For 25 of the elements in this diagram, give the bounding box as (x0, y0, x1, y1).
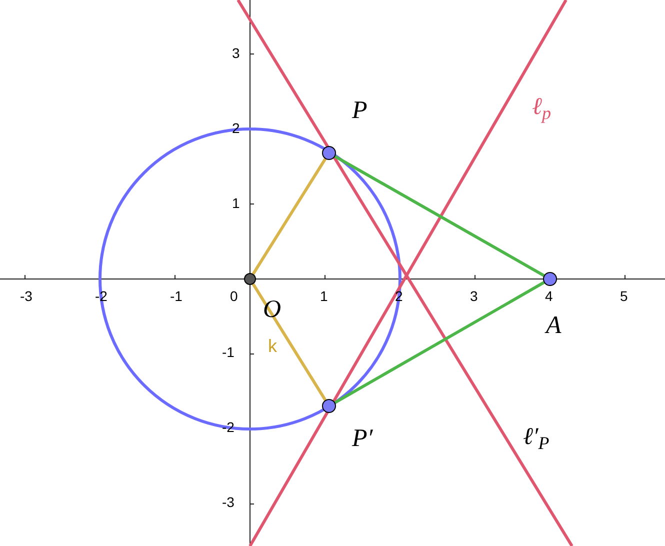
tick-label: -1 (222, 345, 234, 359)
tick-label: 4 (545, 289, 553, 303)
point-marker (322, 146, 336, 160)
tick-label: 1 (320, 289, 328, 303)
line-segment (252, 158, 327, 275)
line-segment (334, 281, 545, 404)
point-marker (543, 272, 557, 286)
line-segment (334, 155, 545, 277)
point-label: P′ (352, 426, 373, 451)
line-segment (252, 283, 327, 401)
tick-label: -1 (170, 289, 182, 303)
circle-label: k (268, 337, 277, 355)
point-marker (244, 273, 256, 285)
tick-label: 1 (232, 196, 240, 210)
tick-label: 5 (620, 289, 628, 303)
tick-label: -3 (20, 289, 32, 303)
point-label: A (546, 313, 562, 338)
tick-label: 3 (232, 46, 240, 60)
tick-label: -3 (222, 495, 234, 509)
tick-label: 3 (470, 289, 478, 303)
line-label: ℓ′$_{P}$ (523, 425, 550, 449)
tick-label: 0 (230, 289, 238, 303)
tick-label: 2 (395, 289, 403, 303)
point-label: P (352, 98, 368, 123)
point-marker (322, 399, 336, 413)
